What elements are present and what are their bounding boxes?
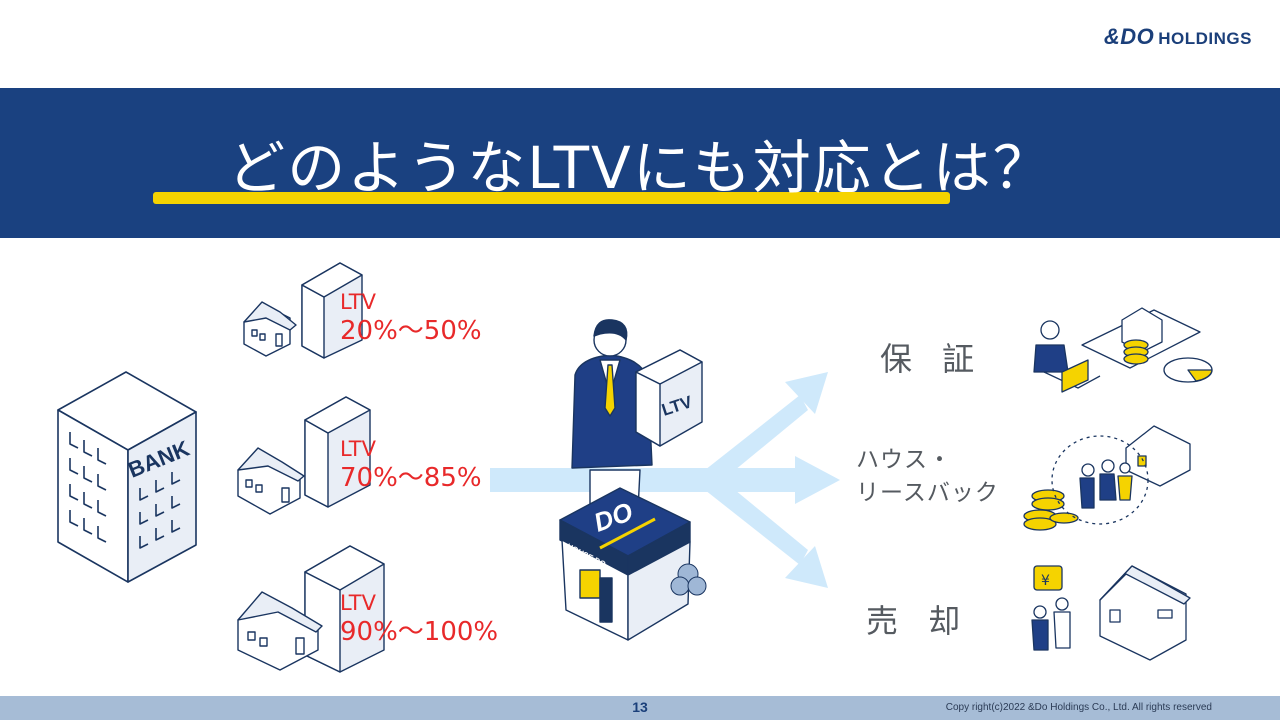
ltv-label-1: LTV 20%〜50% [340,289,482,348]
housedo-store-icon [559,487,691,641]
house-tower-icon-2 [237,396,371,515]
guarantee-illustration [1033,307,1213,393]
footer-bar: 13 Copy right(c)2022 &Do Holdings Co., L… [0,696,1280,720]
ltv-label-2: LTV 70%〜85% [340,436,482,495]
bank-building-icon [57,371,197,583]
sale-illustration [1031,565,1191,661]
ltv-label-1-range: 20%〜50% [340,316,482,347]
option-leaseback: ハウス・ リースバック [856,444,999,511]
ltv-label-3-title: LTV [340,591,377,615]
title-underline [153,192,950,204]
page-number: 13 [632,699,648,715]
house-tower-icon-3 [237,545,385,673]
logo-text: HOLDINGS [1158,29,1252,48]
page-title: どのようなLTVにも対応とは？ [227,134,1053,202]
option-leaseback-line2: リースバック [856,480,999,507]
tree-icon [670,563,707,596]
house-tower-icon-1 [243,262,363,359]
ltv-label-3-range: 90%〜100% [340,617,499,648]
option-sale: 売 却 [866,602,971,640]
ltv-label-2-title: LTV [340,437,377,461]
ltv-box-icon [635,349,703,447]
copyright-text: Copy right(c)2022 &Do Holdings Co., Ltd.… [945,702,1212,713]
option-guarantee: 保 証 [880,340,985,378]
title-banner: どのようなLTVにも対応とは？ [0,88,1280,238]
option-leaseback-line1: ハウス・ [856,447,952,473]
yen-icon: ¥ [1041,573,1050,589]
illustration: BANK LTV [57,262,1213,673]
ltv-label-3: LTV 90%〜100% [340,590,498,649]
logo-mark: &DO [1103,24,1155,49]
leaseback-illustration [1023,425,1191,531]
ltv-label-1-title: LTV [340,290,377,314]
businessman-icon [571,319,653,511]
ltv-label-2-range: 70%〜85% [340,463,482,494]
